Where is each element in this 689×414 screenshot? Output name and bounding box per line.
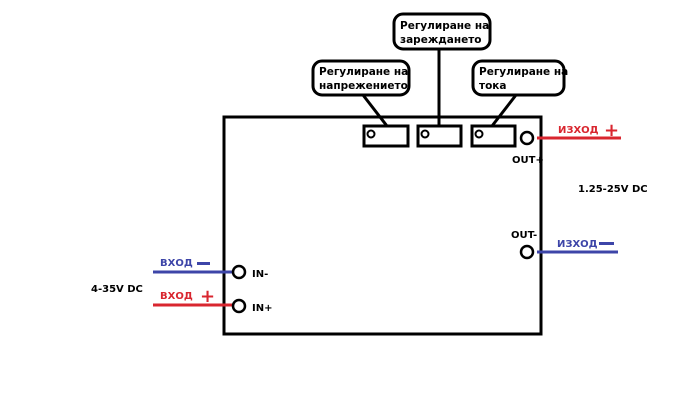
output-voltage-range: 1.25-25V DC <box>578 184 648 195</box>
pin-label-in-plus: IN+ <box>252 303 272 314</box>
terminal-in-plus <box>231 298 247 314</box>
callout-voltage-line1: Регулиране на <box>319 66 408 78</box>
wire-label-output-minus: ИЗХОД <box>557 239 598 250</box>
callout-current: Регулиране на тока <box>471 59 568 97</box>
wire-label-input-plus: ВХОД <box>160 291 193 302</box>
wire-label-output-plus: ИЗХОД <box>558 125 599 136</box>
callout-voltage-line2: напрежението <box>319 80 408 92</box>
pin-label-out-minus: OUT- <box>511 230 537 241</box>
potentiometer-charge <box>416 124 463 148</box>
terminal-out-minus <box>519 244 535 260</box>
callout-charge-line2: зареждането <box>400 34 482 46</box>
pin-label-in-minus: IN- <box>252 269 268 280</box>
terminal-out-plus <box>519 130 535 146</box>
plus-sign-icon: + <box>604 120 619 141</box>
potentiometer-voltage <box>362 124 410 148</box>
callout-voltage: Регулиране на напрежението <box>311 59 411 97</box>
input-voltage-range: 4-35V DC <box>91 284 143 295</box>
callout-current-line1: Регулиране на <box>479 66 568 78</box>
terminal-in-minus <box>231 264 247 280</box>
callout-charge: Регулиране на зареждането <box>392 12 492 51</box>
minus-sign-icon <box>599 242 614 245</box>
wire-label-input-minus: ВХОД <box>160 258 193 269</box>
plus-sign-icon: + <box>200 286 215 307</box>
potentiometer-current <box>470 124 517 148</box>
minus-sign-icon <box>197 262 210 265</box>
connector-current <box>490 94 518 127</box>
callout-charge-line1: Регулиране на <box>400 20 489 32</box>
pin-label-out-plus: OUT+ <box>512 155 544 166</box>
board-outline <box>222 115 543 336</box>
callout-current-line2: тока <box>479 80 507 92</box>
connector-voltage <box>361 94 389 127</box>
